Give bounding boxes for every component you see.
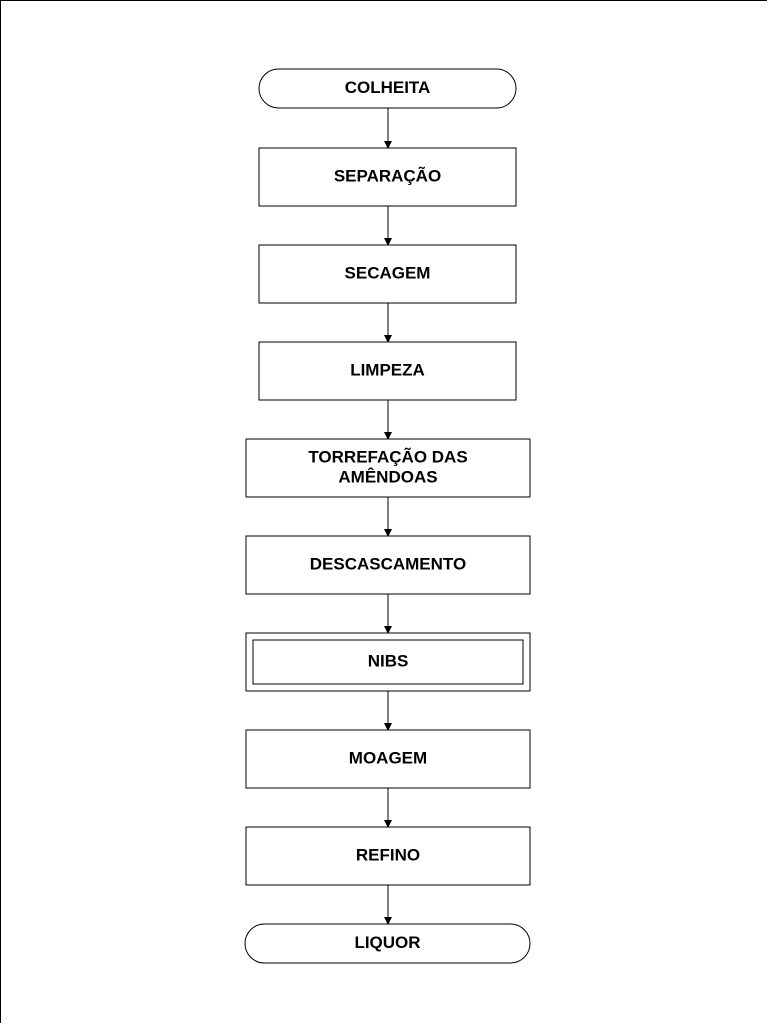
- node-limpeza: LIMPEZA: [258, 341, 517, 401]
- node-liquor: LIQUOR: [244, 923, 531, 964]
- node-label: AMÊNDOAS: [338, 467, 437, 486]
- process-box: [258, 147, 517, 207]
- node-label: LIQUOR: [354, 933, 420, 952]
- node-label: MOAGEM: [349, 748, 427, 767]
- node-nibs: NIBS: [245, 632, 531, 692]
- process-box: [245, 826, 531, 886]
- process-box: [258, 244, 517, 304]
- process-box: [245, 632, 531, 692]
- node-label: TORREFAÇÃO DAS: [308, 446, 467, 466]
- node-moagem: MOAGEM: [245, 729, 531, 789]
- node-secagem: SECAGEM: [258, 244, 517, 304]
- node-label: SEPARAÇÃO: [334, 165, 441, 185]
- node-label: COLHEITA: [345, 78, 431, 97]
- terminal-shape: [244, 923, 531, 964]
- node-descascamento: DESCASCAMENTO: [245, 535, 531, 595]
- process-box: [245, 438, 531, 498]
- node-label: DESCASCAMENTO: [310, 554, 466, 573]
- node-label: SECAGEM: [345, 263, 431, 282]
- node-separacao: SEPARAÇÃO: [258, 147, 517, 207]
- process-box: [245, 535, 531, 595]
- node-label: NIBS: [368, 651, 409, 670]
- process-box: [258, 341, 517, 401]
- terminal-shape: [258, 68, 517, 109]
- process-box: [245, 729, 531, 789]
- node-label: LIMPEZA: [350, 360, 425, 379]
- node-refino: REFINO: [245, 826, 531, 886]
- node-colheita: COLHEITA: [258, 68, 517, 109]
- node-label: REFINO: [356, 845, 420, 864]
- inner-box: [252, 639, 524, 685]
